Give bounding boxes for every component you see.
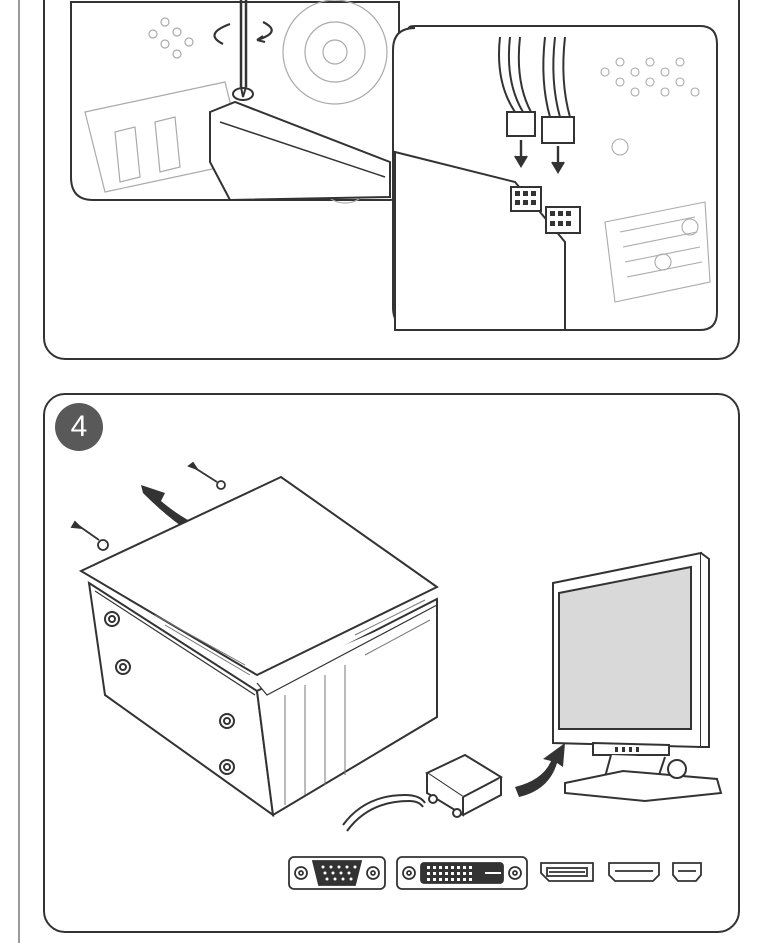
dvi-adapter xyxy=(343,755,501,831)
step-4-panel: 4 xyxy=(43,393,740,933)
screw-bracket-inset xyxy=(71,0,399,203)
mini-hdmi-port-icon xyxy=(673,863,701,881)
page-margin-rule xyxy=(18,0,20,943)
monitor xyxy=(553,553,721,801)
step-4-illustration xyxy=(45,395,740,933)
step-3-illustration xyxy=(45,0,740,360)
dvi-port-icon xyxy=(397,857,527,889)
connect-arrow-icon xyxy=(515,743,565,797)
vga-port-icon xyxy=(289,857,385,889)
hdmi-port-icon xyxy=(609,863,659,881)
computer-case xyxy=(81,477,437,815)
step-3-panel xyxy=(43,0,740,360)
displayport-port-icon xyxy=(541,863,593,881)
power-connector-inset xyxy=(393,26,717,330)
